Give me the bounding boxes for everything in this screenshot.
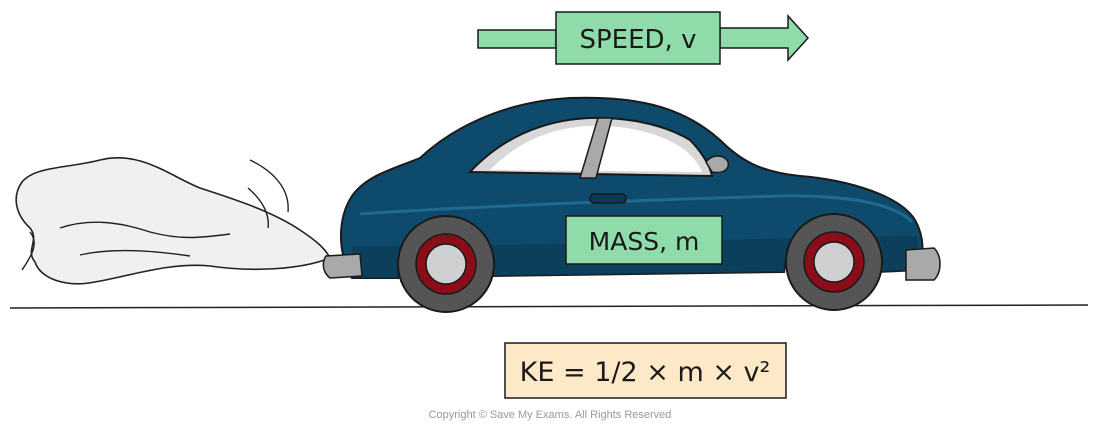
copyright-text: Copyright © Save My Exams. All Rights Re… xyxy=(429,409,672,421)
mass-box xyxy=(565,215,723,265)
rear-wheel-icon xyxy=(397,215,495,313)
speed-box xyxy=(555,11,721,65)
speed-label: SPEED, v xyxy=(580,25,697,55)
speed-arrow: SPEED, v xyxy=(477,11,810,65)
ke-formula: KE = 1/2 × m × v² xyxy=(520,357,771,388)
car-icon xyxy=(322,96,941,313)
formula-box xyxy=(504,342,787,399)
mass-tag: MASS, m xyxy=(565,215,723,265)
front-wheel-icon xyxy=(785,213,883,311)
exhaust-smoke-icon xyxy=(15,157,332,285)
formula-box-group: KE = 1/2 × m × v² xyxy=(504,342,787,399)
ground-line xyxy=(9,304,1089,309)
mass-label: MASS, m xyxy=(589,227,700,256)
